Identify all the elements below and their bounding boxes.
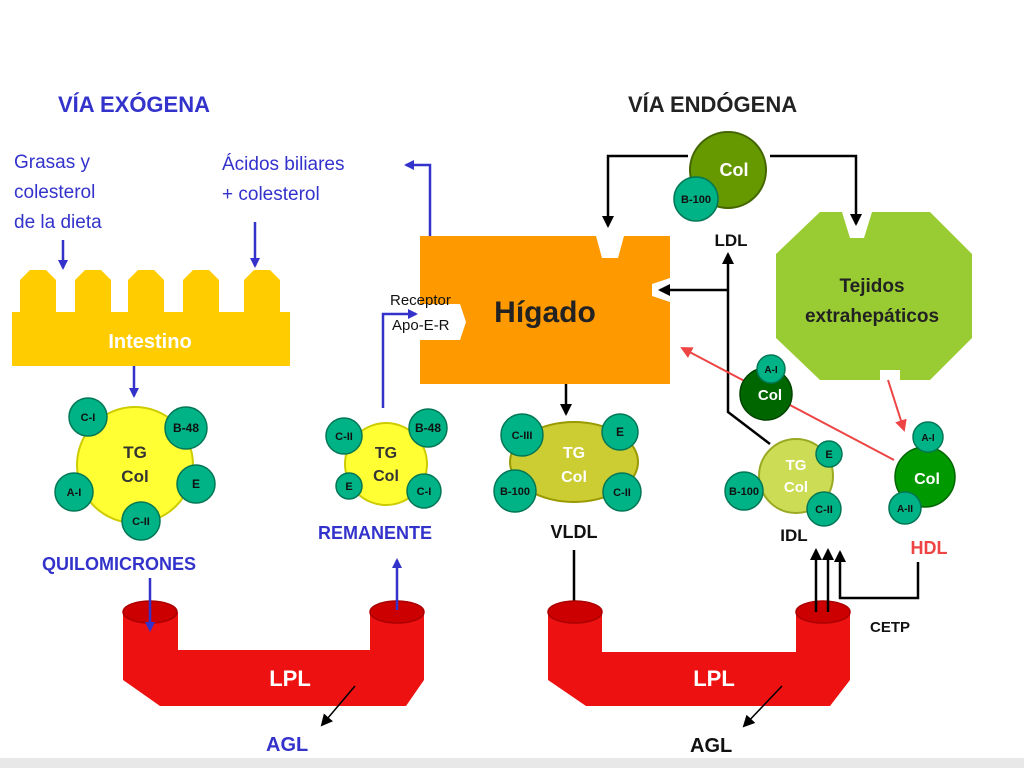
agl-exogenous-arrow [320, 685, 356, 727]
ldl: Col B-100 [673, 131, 767, 222]
svg-text:C-II: C-II [335, 431, 353, 443]
svg-text:B-48: B-48 [415, 421, 441, 435]
ldl-label: LDL [714, 231, 747, 250]
hdl-label: HDL [911, 538, 948, 558]
svg-text:B-100: B-100 [681, 194, 711, 206]
apo-b48 [164, 406, 208, 450]
idl-to-ldl-arrow [722, 252, 771, 445]
remnant-to-liver-arrow [381, 309, 418, 408]
svg-text:C-III: C-III [512, 430, 533, 442]
extrahepatic-tissues: Tejidos extrahepáticos [776, 212, 972, 380]
apo-e [176, 464, 216, 504]
hdl: Col A-I A-II [888, 421, 956, 525]
svg-text:B-48: B-48 [173, 421, 199, 435]
remnant: TG Col C-II B-48 E C-I [325, 408, 448, 509]
svg-text:TG: TG [563, 445, 585, 462]
svg-text:Col: Col [373, 468, 399, 485]
svg-text:colesterol: colesterol [14, 182, 95, 203]
svg-text:+ colesterol: + colesterol [222, 184, 320, 205]
svg-text:B-100: B-100 [729, 486, 759, 498]
cetp-label: CETP [870, 619, 910, 636]
svg-text:B-100: B-100 [500, 486, 530, 498]
vldl: TG Col C-III E B-100 C-II [493, 413, 642, 513]
svg-text:Receptor: Receptor [390, 292, 451, 309]
svg-text:Col: Col [784, 479, 808, 496]
svg-text:C-II: C-II [815, 504, 833, 516]
svg-text:A-II: A-II [897, 504, 913, 515]
svg-text:Tejidos: Tejidos [839, 276, 904, 297]
svg-text:extrahepáticos: extrahepáticos [805, 306, 939, 327]
svg-text:TG: TG [786, 457, 807, 474]
apo-a1 [54, 472, 94, 512]
apo-c2 [121, 501, 161, 541]
svg-text:E: E [192, 477, 200, 491]
diet-fat-label: Grasas y colesterol de la dieta [14, 152, 102, 233]
endogenous-title: VÍA ENDÓGENA [628, 92, 797, 117]
liver-label: Hígado [494, 296, 596, 329]
chylomicron-label: QUILOMICRONES [42, 554, 196, 574]
lpl-exogenous-label: LPL [269, 666, 311, 691]
hdl-small: Col A-I [739, 354, 793, 421]
tissues-to-hdl-arrow [887, 379, 907, 432]
svg-text:Col: Col [914, 471, 940, 488]
svg-text:Grasas y: Grasas y [14, 152, 91, 173]
svg-text:Apo-E-R: Apo-E-R [392, 317, 450, 334]
remnant-label: REMANENTE [318, 523, 432, 543]
liver: Hígado [420, 236, 670, 384]
svg-text:A-I: A-I [764, 365, 778, 376]
lpl-endogenous-label: LPL [693, 666, 735, 691]
liver-to-bile-arrow [404, 160, 432, 236]
svg-text:A-I: A-I [67, 487, 82, 499]
idl: TG Col E B-100 C-II [724, 438, 843, 527]
bile-acids-label: Ácidos biliares + colesterol [222, 154, 345, 205]
svg-text:C-I: C-I [417, 486, 432, 498]
svg-text:A-I: A-I [921, 433, 935, 444]
blood-vessel-exogenous: LPL [122, 600, 425, 706]
svg-text:C-I: C-I [81, 412, 96, 424]
exogenous-title: VÍA EXÓGENA [58, 92, 210, 117]
svg-text:TG: TG [123, 443, 147, 462]
blood-vessel-endogenous: LPL [547, 600, 851, 706]
svg-text:Ácidos biliares: Ácidos biliares [222, 154, 345, 175]
svg-text:E: E [345, 481, 352, 493]
svg-text:de la dieta: de la dieta [14, 212, 102, 233]
svg-text:Col: Col [758, 387, 782, 404]
svg-text:C-II: C-II [613, 487, 631, 499]
bottom-strip [0, 758, 1024, 768]
idl-label: IDL [780, 526, 807, 545]
svg-text:C-II: C-II [132, 516, 150, 528]
svg-text:Col: Col [121, 467, 148, 486]
svg-text:TG: TG [375, 445, 397, 462]
apo-e-receptor-label: Receptor Apo-E-R [390, 292, 451, 334]
agl-endogenous-label: AGL [690, 735, 732, 757]
vldl-label: VLDL [551, 522, 598, 542]
agl-exogenous-label: AGL [266, 734, 308, 756]
svg-text:E: E [616, 425, 624, 439]
intestine-label: Intestino [108, 331, 191, 353]
cetp-arrow [834, 550, 920, 600]
svg-text:E: E [825, 449, 832, 461]
apo-c1 [68, 397, 108, 437]
ldl-to-tissues-arrow [770, 154, 862, 226]
ldl-to-liver-arrow [602, 154, 688, 228]
svg-text:Col: Col [720, 160, 749, 180]
agl-endogenous-arrow [742, 685, 783, 728]
intestine: Intestino [12, 270, 290, 366]
svg-text:Col: Col [561, 469, 587, 486]
chylomicron: TG Col C-I B-48 A-I E C-II [54, 397, 216, 541]
